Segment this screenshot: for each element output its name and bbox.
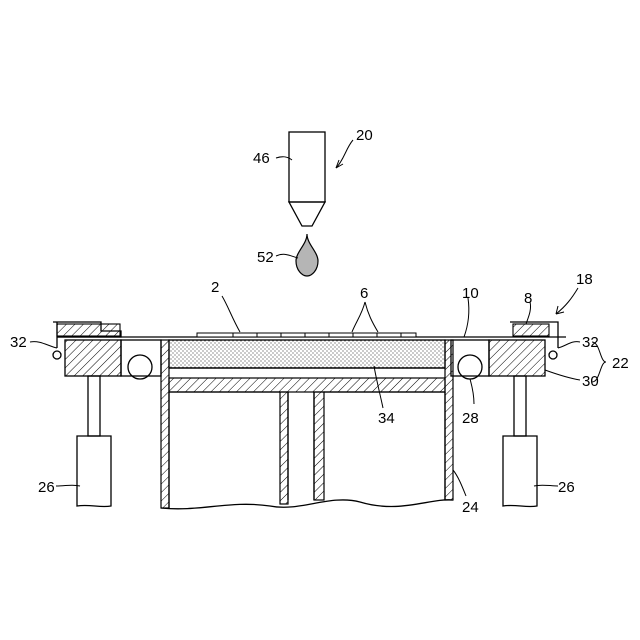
- label-8: 8: [524, 290, 532, 307]
- label-32-left: 32: [10, 334, 27, 351]
- pin-right: [549, 351, 557, 359]
- clamp-right: [513, 324, 549, 336]
- droplet: [296, 234, 318, 276]
- label-22: 22: [612, 355, 629, 372]
- guide-right: [451, 340, 489, 376]
- actuator-left: [77, 376, 111, 507]
- label-26-left: 26: [38, 479, 55, 496]
- label-26-right: 26: [558, 479, 575, 496]
- pin-left: [53, 351, 61, 359]
- label-6: 6: [360, 285, 368, 302]
- label-20: 20: [356, 127, 373, 144]
- frame-left: [65, 340, 121, 376]
- label-18: 18: [576, 271, 593, 288]
- label-2: 2: [211, 279, 219, 296]
- label-24: 24: [462, 499, 479, 516]
- label-46: 46: [253, 150, 270, 167]
- substrate: [197, 333, 416, 337]
- label-28: 28: [462, 410, 479, 427]
- label-52: 52: [257, 249, 274, 266]
- actuator-right: [503, 376, 537, 507]
- inkjet-head: [289, 132, 325, 226]
- frame-right: [489, 340, 545, 376]
- adsorption-plate: [169, 340, 445, 368]
- label-34: 34: [378, 410, 395, 427]
- label-30: 30: [582, 373, 599, 390]
- label-32-right: 32: [582, 334, 599, 351]
- label-10: 10: [462, 285, 479, 302]
- guide-left: [121, 340, 161, 376]
